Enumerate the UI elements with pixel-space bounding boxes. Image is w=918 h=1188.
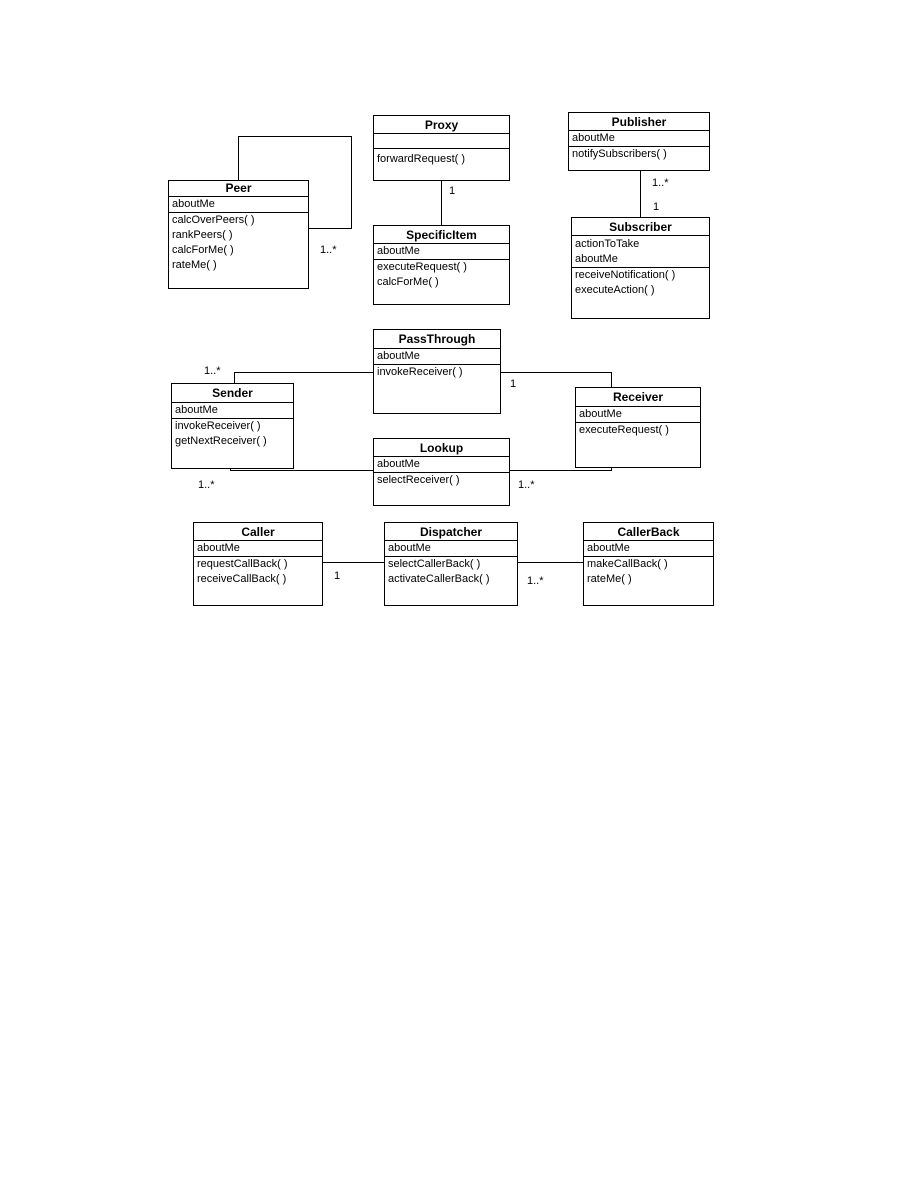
attributes-section: aboutMe <box>374 457 509 473</box>
class-specific-item: SpecificItem aboutMe executeRequest( ) c… <box>373 225 510 305</box>
class-name: Subscriber <box>572 218 709 236</box>
multiplicity-dispatcher-callerback: 1..* <box>527 575 544 587</box>
multiplicity-sender-passthrough: 1..* <box>204 365 221 377</box>
class-name: Receiver <box>576 388 700 407</box>
operation: selectReceiver( ) <box>377 474 460 486</box>
class-subscriber: Subscriber actionToTake aboutMe receiveN… <box>571 217 710 319</box>
multiplicity-sender-lookup: 1..* <box>198 479 215 491</box>
attributes-section: aboutMe <box>374 349 500 365</box>
class-name: Sender <box>172 384 293 403</box>
class-name: PassThrough <box>374 330 500 349</box>
association-lookup-receiver <box>509 467 612 471</box>
attributes-section: aboutMe <box>576 407 700 423</box>
operation: calcOverPeers( ) <box>172 214 255 226</box>
attributes-section: aboutMe <box>169 197 308 213</box>
class-name: Dispatcher <box>385 523 517 541</box>
class-name: Lookup <box>374 439 509 457</box>
multiplicity-caller-dispatcher: 1 <box>334 570 341 582</box>
multiplicity-subscriber-side: 1 <box>653 201 660 213</box>
operations-section: executeRequest( ) calcForMe( ) <box>374 260 509 290</box>
association-peer-self <box>238 136 352 229</box>
class-name: Proxy <box>374 116 509 134</box>
operation: rateMe( ) <box>587 573 632 585</box>
class-peer: Peer aboutMe calcOverPeers( ) rankPeers(… <box>168 180 309 289</box>
operation: calcForMe( ) <box>172 244 234 256</box>
operation: receiveNotification( ) <box>575 269 676 281</box>
operation: getNextReceiver( ) <box>175 435 267 447</box>
association-passthrough-receiver <box>500 372 612 387</box>
operations-section: selectReceiver( ) <box>374 473 509 488</box>
operations-section: invokeReceiver( ) <box>374 365 500 380</box>
attributes-section: aboutMe <box>194 541 322 557</box>
class-caller-back: CallerBack aboutMe makeCallBack( ) rateM… <box>583 522 714 606</box>
operation: rateMe( ) <box>172 259 217 271</box>
class-name: Publisher <box>569 113 709 131</box>
operations-section: requestCallBack( ) receiveCallBack( ) <box>194 557 322 587</box>
attribute: aboutMe <box>377 458 420 470</box>
operations-section: makeCallBack( ) rateMe( ) <box>584 557 713 587</box>
operation: executeRequest( ) <box>377 261 467 273</box>
class-publisher: Publisher aboutMe notifySubscribers( ) <box>568 112 710 171</box>
operation: makeCallBack( ) <box>587 558 668 570</box>
attributes-section: actionToTake aboutMe <box>572 236 709 268</box>
operation: forwardRequest( ) <box>377 153 466 165</box>
class-lookup: Lookup aboutMe selectReceiver( ) <box>373 438 510 506</box>
attribute: aboutMe <box>175 404 218 416</box>
multiplicity-peer-self: 1..* <box>320 244 337 256</box>
class-name: Caller <box>194 523 322 541</box>
operation: notifySubscribers( ) <box>572 148 667 160</box>
class-caller: Caller aboutMe requestCallBack( ) receiv… <box>193 522 323 606</box>
attributes-section: aboutMe <box>385 541 517 557</box>
operation: receiveCallBack( ) <box>197 573 287 585</box>
attribute: aboutMe <box>388 542 431 554</box>
operation: executeAction( ) <box>575 284 655 296</box>
operation: requestCallBack( ) <box>197 558 288 570</box>
attribute: aboutMe <box>579 408 622 420</box>
multiplicity-lookup-receiver: 1..* <box>518 479 535 491</box>
operations-section: executeRequest( ) <box>576 423 700 438</box>
operation: invokeReceiver( ) <box>175 420 261 432</box>
attributes-section: aboutMe <box>172 403 293 419</box>
attribute: aboutMe <box>377 350 420 362</box>
operations-section: invokeReceiver( ) getNextReceiver( ) <box>172 419 293 449</box>
class-receiver: Receiver aboutMe executeRequest( ) <box>575 387 701 468</box>
operation: rankPeers( ) <box>172 229 233 241</box>
class-pass-through: PassThrough aboutMe invokeReceiver( ) <box>373 329 501 414</box>
attribute: aboutMe <box>575 253 618 265</box>
association-sender-passthrough <box>234 372 373 383</box>
operation: selectCallerBack( ) <box>388 558 481 570</box>
attributes-section: aboutMe <box>584 541 713 557</box>
attribute: actionToTake <box>575 238 640 250</box>
attributes-section: aboutMe <box>569 131 709 147</box>
multiplicity-publisher-side: 1..* <box>652 177 669 189</box>
class-name: SpecificItem <box>374 226 509 244</box>
operation: calcForMe( ) <box>377 276 439 288</box>
attributes-section <box>374 134 509 149</box>
attribute: aboutMe <box>197 542 240 554</box>
operations-section: receiveNotification( ) executeAction( ) <box>572 268 709 298</box>
attribute: aboutMe <box>587 542 630 554</box>
operations-section: notifySubscribers( ) <box>569 147 709 162</box>
operations-section: selectCallerBack( ) activateCallerBack( … <box>385 557 517 587</box>
attribute: aboutMe <box>172 198 215 210</box>
operation: invokeReceiver( ) <box>377 366 463 378</box>
attributes-section: aboutMe <box>374 244 509 260</box>
attribute: aboutMe <box>377 245 420 257</box>
operation: executeRequest( ) <box>579 424 669 436</box>
class-name: Peer <box>169 181 308 197</box>
class-proxy: Proxy forwardRequest( ) <box>373 115 510 181</box>
operations-section: forwardRequest( ) <box>374 149 509 167</box>
class-dispatcher: Dispatcher aboutMe selectCallerBack( ) a… <box>384 522 518 606</box>
operations-section: calcOverPeers( ) rankPeers( ) calcForMe(… <box>169 213 308 273</box>
attribute: aboutMe <box>572 132 615 144</box>
class-sender: Sender aboutMe invokeReceiver( ) getNext… <box>171 383 294 469</box>
operation: activateCallerBack( ) <box>388 573 490 585</box>
class-name: CallerBack <box>584 523 713 541</box>
multiplicity-passthrough-receiver: 1 <box>510 378 517 390</box>
multiplicity-proxy-specificitem: 1 <box>449 185 456 197</box>
